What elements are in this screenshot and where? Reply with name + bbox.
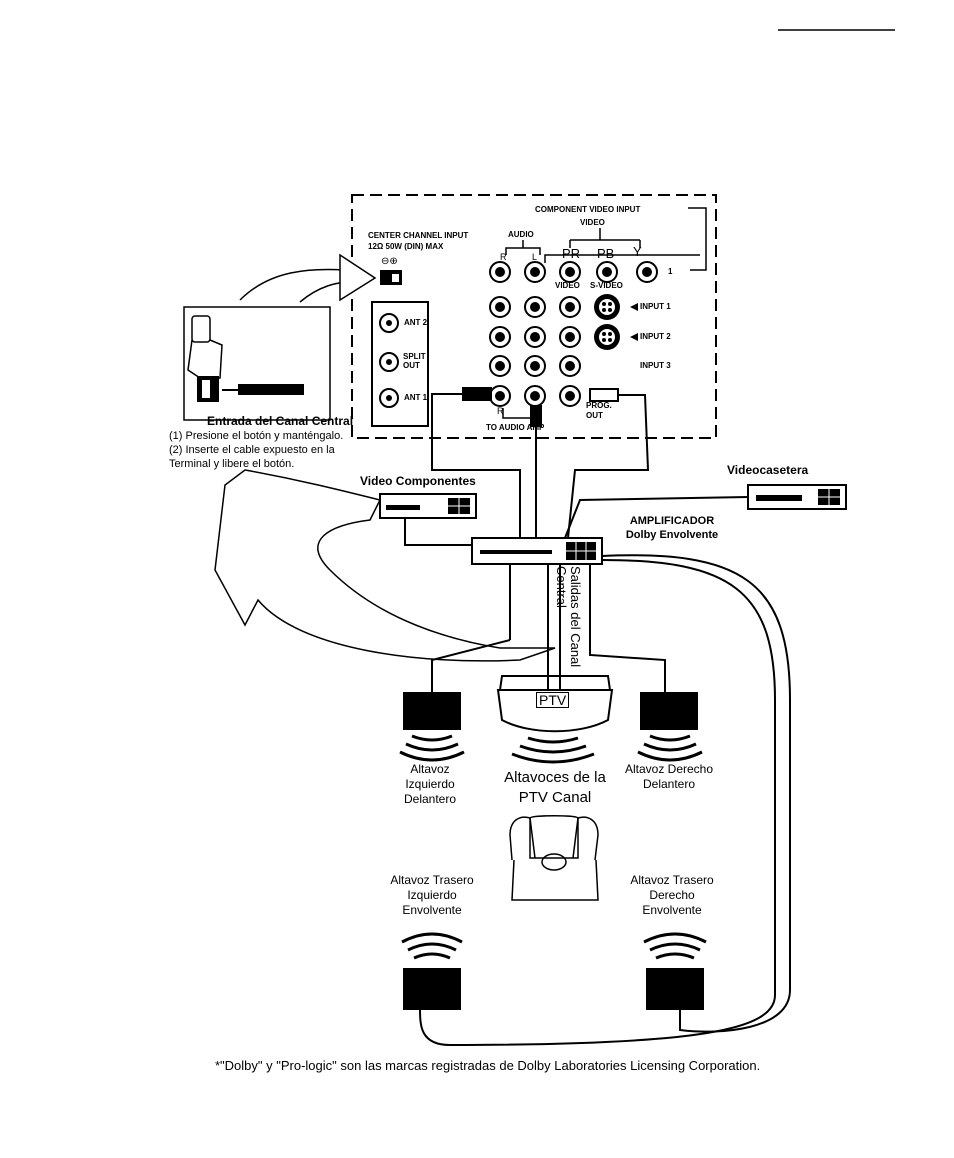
hand-icon [187, 339, 223, 379]
plug-r [462, 387, 492, 401]
center-channel-spec: 12Ω 50W (DIN) MAX [368, 242, 444, 251]
rear-left-label: Altavoz Trasero Izquierdo Envolvente [390, 873, 474, 917]
sound-waves [399, 734, 707, 960]
front-right-speaker [640, 692, 698, 730]
polarity-label: ⊖⊕ [381, 256, 398, 267]
vcr-device [747, 484, 847, 510]
ptv-set [496, 675, 614, 733]
rca-jack-grid [489, 261, 658, 407]
input3-label: INPUT 3 [640, 361, 671, 370]
inset-title: Entrada del Canal Central [207, 414, 354, 428]
ptv-logo: PTV [536, 692, 570, 708]
inset-step2: (2) Inserte el cable expuesto en la Term… [169, 444, 335, 470]
input2-label: INPUT 2 [640, 332, 671, 341]
amplifier-label: AMPLIFICADOR [629, 515, 715, 527]
ant1-label: ANT 1 [404, 393, 428, 402]
antenna-box [371, 301, 429, 427]
one-label: 1 [668, 267, 673, 276]
audio-bracket [505, 240, 541, 255]
inset-step1: (1) Presione el botón y manténgalo. [169, 430, 344, 442]
center-channel-input-label: CENTER CHANNEL INPUT [368, 231, 469, 240]
rear-right-label: Altavoz Trasero Derecho Envolvente [630, 873, 714, 917]
y-label: Y [633, 244, 642, 259]
split-out-label: SPLIT OUT [403, 352, 426, 370]
amplifier-sub-label: Dolby Envolvente [625, 529, 719, 541]
audio-l-label: L [532, 252, 538, 262]
footnote: *"Dolby" y "Pro-logic" son las marcas re… [215, 1058, 761, 1073]
split-out-jack [379, 352, 399, 372]
video-components-device [379, 493, 477, 519]
video-components-label: Video Componentes [360, 474, 476, 488]
center-outputs-label: Salidas del Canal Central [554, 566, 583, 668]
front-right-label: Altavoz Derecho Delantero [624, 762, 714, 791]
prog-out-label: PROG. OUT [586, 401, 612, 420]
audio-r-label: R [500, 252, 507, 262]
amplifier-device [471, 537, 603, 565]
ant2-label: ANT 2 [404, 318, 428, 327]
component-video-input-label: COMPONENT VIDEO INPUT [535, 205, 641, 214]
r-bottom-label: R [497, 406, 504, 416]
audio-label: AUDIO [508, 230, 534, 239]
input1-label: INPUT 1 [640, 302, 671, 311]
inset-box [183, 306, 331, 421]
s-video-jack-2 [594, 324, 620, 350]
plug-center [530, 405, 542, 427]
cables [404, 393, 791, 1047]
viewer-chair [509, 815, 599, 901]
s-video-jack-1 [594, 294, 620, 320]
component-bracket [544, 207, 707, 271]
to-audio-amp-label: TO AUDIO AMP [486, 423, 545, 432]
pb-label: PB [597, 246, 615, 261]
ant1-jack [379, 388, 399, 408]
pr-label: PR [562, 246, 581, 261]
inset-arrow [339, 253, 377, 302]
finger-icon [191, 315, 211, 343]
ant2-jack [379, 313, 399, 333]
vcr-label: Videocasetera [727, 463, 809, 477]
ptv-channel-label: Altavoces de la PTV Canal [504, 769, 606, 806]
video-label: VIDEO [580, 218, 605, 227]
front-left-speaker [403, 692, 461, 730]
plug-prog [589, 388, 619, 402]
rear-panel-outline [351, 194, 717, 439]
front-left-label: Altavoz Izquierdo Delantero [403, 762, 457, 806]
s-video-label: S-VIDEO [590, 281, 623, 290]
video-jack-label: VIDEO [555, 281, 580, 290]
big-curved-arrow [214, 469, 556, 662]
cable-icon [238, 384, 304, 395]
rear-right-speaker [646, 968, 704, 1010]
rear-left-speaker [403, 968, 461, 1010]
